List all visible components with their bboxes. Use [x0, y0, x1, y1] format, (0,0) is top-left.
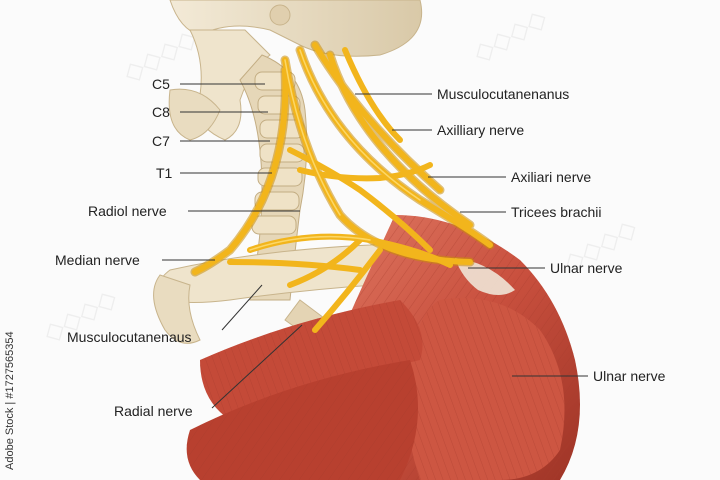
label-musculocutanenaus: Musculocutanenaus [67, 329, 192, 345]
skull [168, 0, 423, 141]
label-c5: C5 [152, 76, 170, 92]
label-axilliary-nerve: Axilliary nerve [437, 122, 525, 138]
stock-credit: Adobe Stock | #1727565354 [4, 331, 16, 470]
brachial-plexus [190, 40, 495, 333]
label-musculocutanenanus: Musculocutanenanus [437, 86, 570, 102]
label-ulnar-nerve-upper: Ulnar nerve [550, 260, 623, 276]
shoulder-muscles [186, 215, 580, 480]
label-radiol-nerve: Radiol nerve [88, 203, 167, 219]
label-radial-nerve: Radial nerve [114, 403, 193, 419]
leader-lines [162, 83, 588, 409]
label-ulnar-nerve-lower: Ulnar nerve [593, 368, 666, 384]
label-t1: T1 [156, 165, 173, 181]
label-c8: C8 [152, 104, 170, 120]
label-axiliari-nerve: Axiliari nerve [511, 169, 592, 185]
label-tricees-brachii: Tricees brachii [511, 204, 602, 220]
label-median-nerve: Median nerve [55, 252, 140, 268]
label-c7: C7 [152, 133, 170, 149]
